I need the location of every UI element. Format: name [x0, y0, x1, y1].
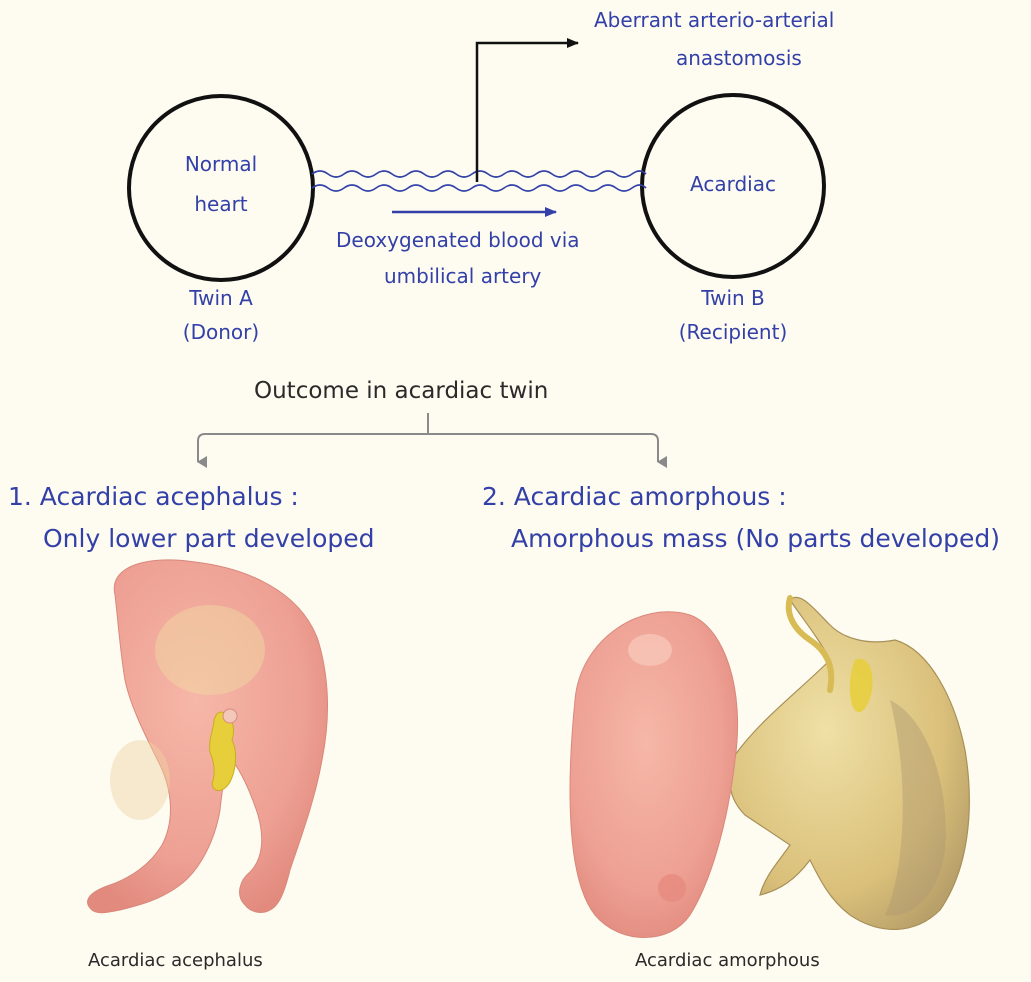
anastomosis-arrow: [477, 43, 578, 182]
anastomosis-label-line2: anastomosis: [676, 46, 802, 70]
amorphous-illustration: [570, 597, 969, 937]
acephalus-illustration: [88, 560, 328, 913]
twin-b-label-line2: (Recipient): [663, 320, 803, 344]
outcome-title: Outcome in acardiac twin: [254, 378, 548, 404]
umbilical-vessel-lower: [312, 185, 646, 191]
outcome-1-heading: 1. Acardiac acephalus :: [8, 482, 299, 511]
flow-label-line1: Deoxygenated blood via: [336, 228, 580, 252]
twin-a-heart-circle: [129, 96, 313, 280]
twin-a-heart-label-line1: Normal: [171, 152, 271, 176]
outcome-1-description: Only lower part developed: [43, 524, 375, 553]
twin-a-label-line1: Twin A: [171, 286, 271, 310]
outcome-2-description: Amorphous mass (No parts developed): [511, 524, 1000, 553]
twin-a-heart-label-line2: heart: [171, 192, 271, 216]
flow-label-line2: umbilical artery: [384, 264, 541, 288]
anastomosis-label-line1: Aberrant arterio-arterial: [594, 8, 834, 32]
outcome-2-heading: 2. Acardiac amorphous :: [482, 482, 787, 511]
twin-a-label-line2: (Donor): [161, 320, 281, 344]
outcome-branch-connector: [198, 413, 658, 462]
outcome-2-caption: Acardiac amorphous: [635, 950, 820, 971]
umbilical-vessel-upper: [312, 171, 646, 177]
outcome-1-caption: Acardiac acephalus: [88, 950, 263, 971]
twin-b-label-line1: Twin B: [683, 286, 783, 310]
twin-b-heart-label: Acardiac: [673, 172, 793, 196]
